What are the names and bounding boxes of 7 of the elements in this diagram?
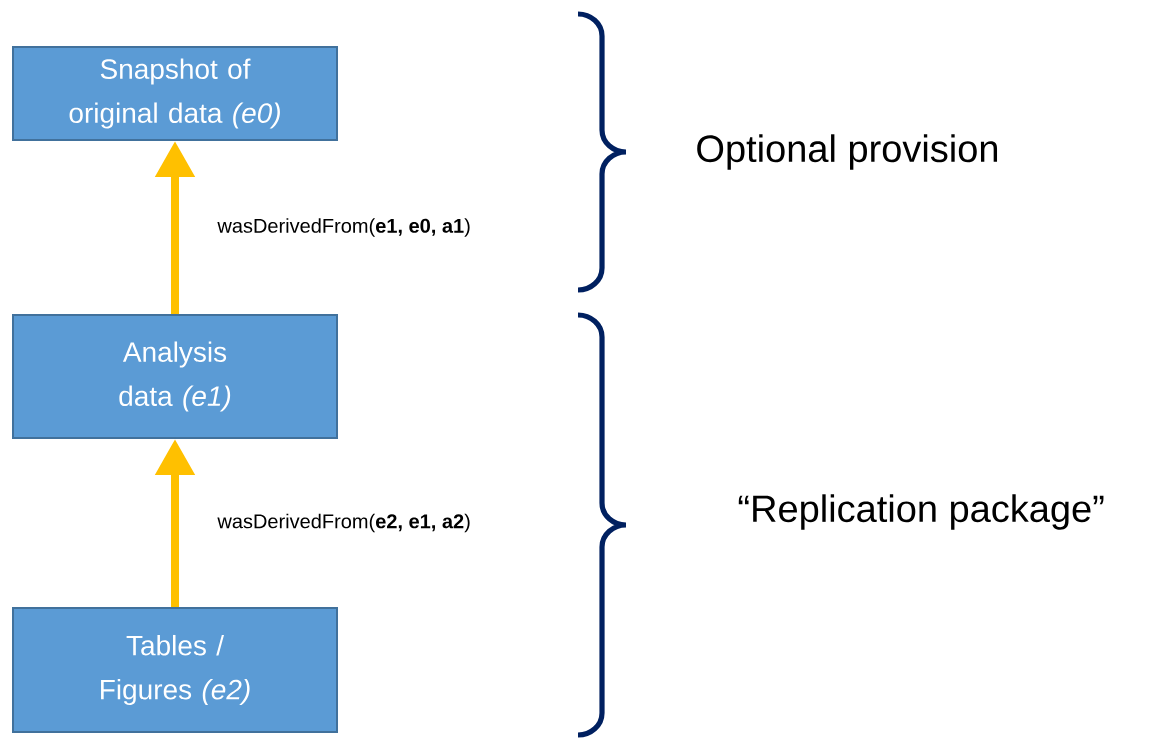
bracket-label: Optional provision xyxy=(697,134,997,170)
bracket-label: “Replication package” xyxy=(738,494,1104,530)
edge-label: wasDerivedFrom(e2, e1, a2) xyxy=(217,513,470,533)
edge-label: wasDerivedFrom(e1, e0, a1) xyxy=(217,218,470,237)
process-box: Snapshot of original data (e0) xyxy=(12,46,338,141)
process-box: Analysis data (e1) xyxy=(12,314,338,439)
process-box: Tables / Figures (e2) xyxy=(12,607,338,733)
